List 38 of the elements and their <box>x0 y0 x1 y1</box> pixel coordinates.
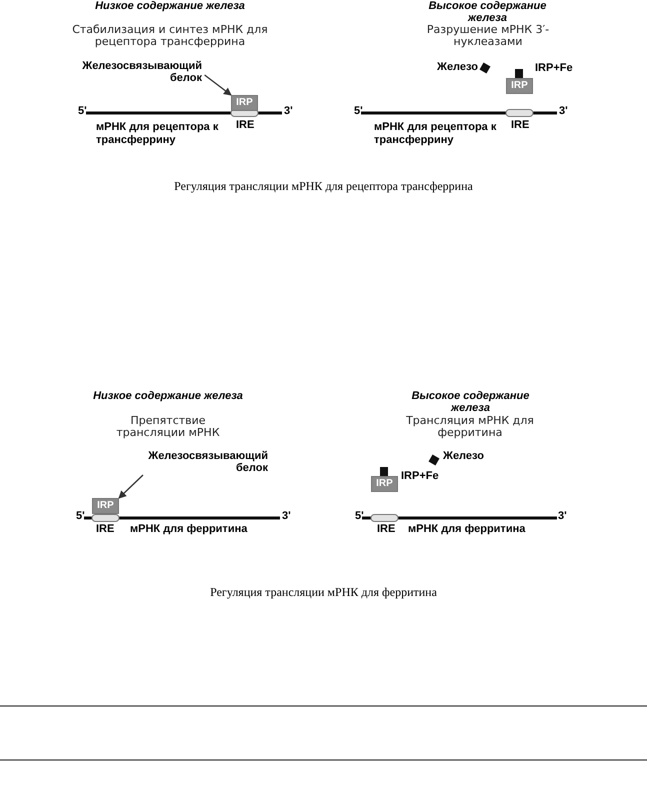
irp-protein-box: IRP <box>371 476 398 492</box>
strand-end-label: 3' <box>282 510 291 522</box>
panel-heading: Высокое содержание железа <box>410 390 530 414</box>
strand-end-label: 5' <box>78 105 87 117</box>
strand-end-label: 5' <box>355 510 364 522</box>
leader-arrow <box>118 474 144 499</box>
panel-heading: Низкое содержание железа <box>93 390 243 402</box>
figure-caption: Регуляция трансляции мРНК для рецептора трансферрина <box>173 179 474 193</box>
complex-label: IRP+Fe <box>401 470 439 483</box>
part-label: мРНК для рецептора к трансферрину <box>96 121 220 147</box>
panel-subtitle: Препятствие трансляции мРНК <box>115 415 221 439</box>
panel-subtitle: Стабилизация и синтез мРНК для рецептора трансферрина <box>71 24 269 48</box>
part-label: IRE <box>511 119 530 132</box>
protein-note: Железосвязывающий белок <box>72 60 202 84</box>
part-label: мРНК для ферритина <box>130 523 248 536</box>
complex-label: IRP+Fe <box>535 62 573 75</box>
leader-arrow <box>204 74 232 96</box>
part-label: Железо <box>437 61 478 74</box>
part-label: IRE <box>96 523 114 536</box>
protein-note: Железосвязывающий белок <box>143 450 268 474</box>
part-label: Железо <box>443 450 484 463</box>
panel-heading: Высокое содержание железа <box>428 0 548 24</box>
part-label: мРНК для ферритина <box>408 523 526 536</box>
panel-subtitle: Трансляция мРНК для ферритина <box>405 415 535 439</box>
strand-end-label: 3' <box>559 105 568 117</box>
irp-protein-box: IRP <box>92 498 119 514</box>
strand-end-label: 5' <box>76 510 85 522</box>
strand-end-label: 5' <box>354 105 363 117</box>
part-label: мРНК для рецептора к трансферрину <box>374 121 498 147</box>
panel-heading: Низкое содержание железа <box>95 0 245 12</box>
strand-end-label: 3' <box>558 510 567 522</box>
part-label: IRE <box>377 523 396 536</box>
panel-subtitle: Разрушение мРНК 3′-нуклеазами <box>426 24 550 48</box>
strand-end-label: 3' <box>284 105 293 117</box>
irp-protein-box: IRP <box>231 95 258 111</box>
irp-protein-box: IRP <box>506 78 533 94</box>
part-label: IRE <box>236 119 254 132</box>
figure-caption: Регуляция трансляции мРНК для ферритина <box>209 585 438 599</box>
